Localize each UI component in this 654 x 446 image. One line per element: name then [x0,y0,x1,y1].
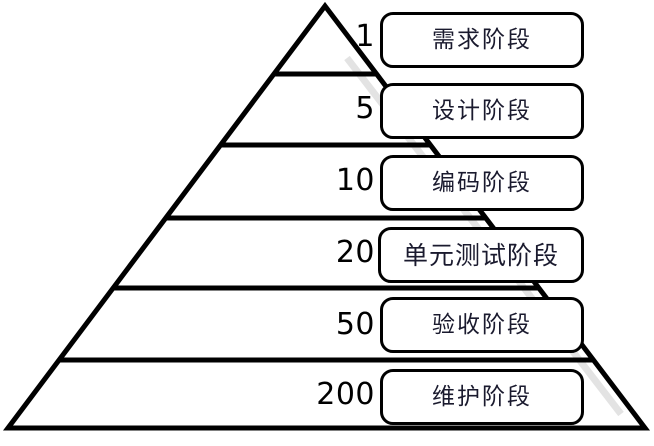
tier-cost-value: 10 [335,163,375,198]
phase-box[interactable]: 维护阶段 [380,369,584,425]
tier-cost-value: 1 [355,19,375,54]
phase-box-label: 单元测试阶段 [402,240,559,270]
phase-box-label: 设计阶段 [432,97,532,124]
phase-box[interactable]: 需求阶段 [380,12,584,68]
phase-box[interactable]: 验收阶段 [380,297,584,353]
tier-cost-value: 200 [316,377,375,412]
phase-box[interactable]: 编码阶段 [380,155,584,211]
tier-cost-value: 20 [335,235,375,270]
tier-cost-value: 50 [335,307,375,342]
phase-box-label: 需求阶段 [432,26,532,53]
tier-cost-value: 5 [355,91,375,126]
phase-box[interactable]: 设计阶段 [380,83,584,139]
phase-box-label: 维护阶段 [432,383,532,410]
phase-box[interactable]: 单元测试阶段 [378,227,584,283]
phase-box-label: 编码阶段 [432,169,532,196]
phase-box-label: 验收阶段 [432,311,532,338]
